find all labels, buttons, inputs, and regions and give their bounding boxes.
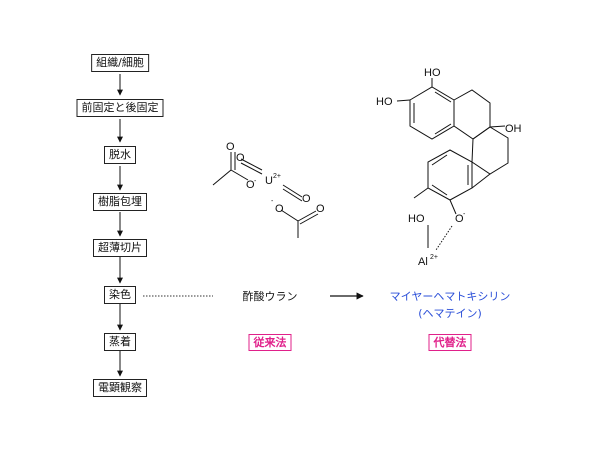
uranyl-bond-2a: [282, 184, 303, 198]
ring-a-double-3: [434, 91, 452, 103]
uranyl-acetate-label: 酢酸ウラン: [242, 290, 298, 303]
ring-d-double-2: [431, 154, 448, 166]
al-ionic-bond: [435, 225, 453, 251]
acetate-2-double-bond-b: [299, 213, 319, 225]
aluminum-symbol: Al: [418, 256, 428, 268]
mayer-hematoxylin-label: マイヤーヘマトキシリン: [389, 290, 511, 303]
acetate-2-double-bond-a: [297, 210, 317, 222]
aluminum-charge: 2+: [430, 254, 438, 261]
hematein-ring-d: [427, 149, 473, 201]
o-lower-bond: [449, 199, 457, 215]
step-resin-embedding: 樹脂包埋: [93, 193, 147, 211]
acetate-1-oxygen: O: [226, 141, 235, 153]
ring-a-double-2: [434, 123, 452, 135]
hematein-atoms: HO HO OH HO O - Al 2+: [376, 67, 522, 268]
acetate-2-oxygen: O: [316, 203, 325, 215]
acetate-1-bond-o: [230, 169, 249, 181]
hematein-ring-c: [471, 126, 509, 175]
step-staining: 染色: [104, 286, 136, 304]
step-vapor-deposition: 蒸着: [104, 333, 136, 351]
ring-c-bottom-bond: [471, 173, 491, 189]
uranyl-acetate-structure: [212, 152, 319, 238]
uranyl-acetate-atoms: O O - O U 2+ O - O O: [226, 141, 325, 215]
step-tissue-cells: 組織/細胞: [91, 54, 149, 72]
uranium-charge: 2+: [273, 173, 281, 180]
uranyl-oxygen-2: O: [302, 193, 311, 205]
step-ultrathin-sectioning: 超薄切片: [93, 239, 147, 257]
uranyl-bond-1a: [240, 158, 263, 171]
step-em-observation: 電顕観察: [93, 379, 147, 397]
uranyl-bond-2b: [282, 188, 303, 202]
hematein-ring-a: [409, 86, 455, 140]
ring-d-double-3: [431, 184, 448, 196]
oh-right-label: OH: [505, 123, 522, 135]
oh-top-label: HO: [424, 67, 441, 79]
ho-left-bond: [396, 99, 411, 102]
ho-left-label: HO: [376, 96, 393, 108]
ho-lower-bond: [413, 187, 429, 199]
uranium-symbol: U: [265, 175, 273, 187]
hematein-structure: [396, 78, 509, 251]
acetate-1-charge: -: [254, 178, 257, 185]
uranyl-bond-1b: [240, 162, 263, 175]
step-dehydration: 脱水: [104, 146, 136, 164]
o-lower-label: O: [455, 213, 464, 225]
acetate-2-oxygen-anion: O: [275, 203, 284, 215]
o-lower-charge: -: [463, 211, 466, 218]
oh-right-bond: [489, 125, 506, 128]
conventional-method-tag: 従来法: [248, 334, 292, 351]
acetate-1-oxygen-anion: O: [246, 179, 255, 191]
hematein-label: (ヘマテイン): [418, 307, 482, 320]
alternative-method-tag: 代替法: [428, 334, 472, 351]
step-fixation: 前固定と後固定: [76, 99, 164, 117]
ho-lower-label: HO: [408, 213, 425, 225]
acetate-1-skeleton: [212, 152, 232, 186]
uranyl-oxygen-1: O: [236, 152, 245, 164]
hematein-ring-b: [453, 89, 491, 140]
acetate-2-charge: -: [271, 198, 274, 205]
